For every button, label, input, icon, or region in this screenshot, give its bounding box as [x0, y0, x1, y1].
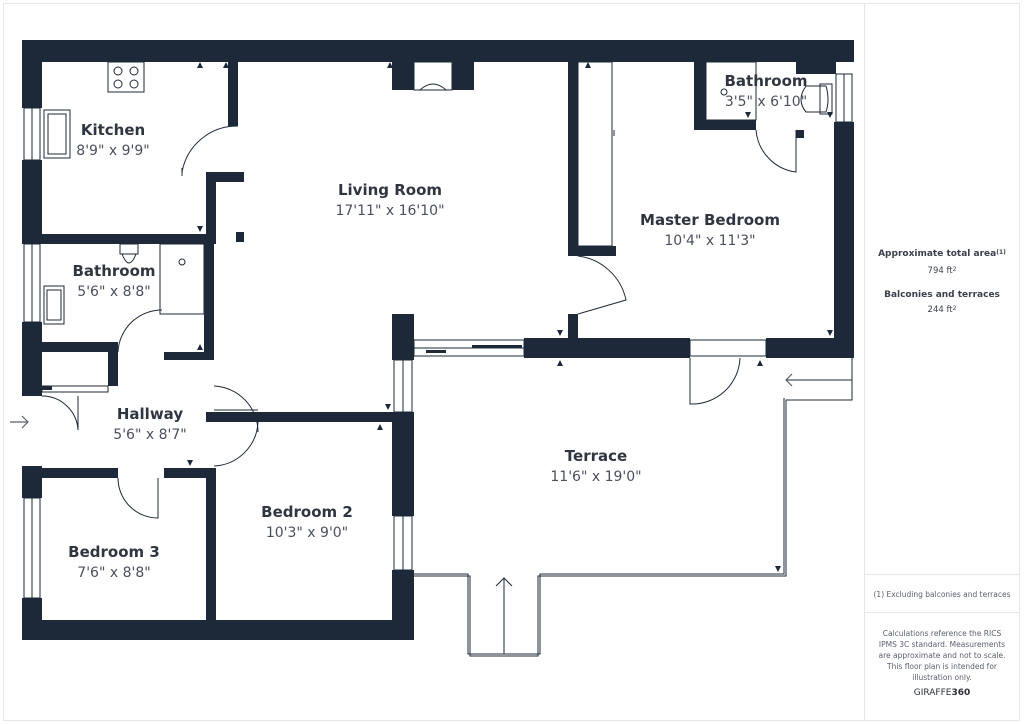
total-area-label-text: Approximate total area [878, 249, 997, 259]
dimension-markers [187, 62, 833, 572]
room-name-bedroom-2: Bedroom 2 [261, 503, 353, 521]
brand-logo-light: GIRAFFE [913, 688, 952, 698]
room-name-living-room: Living Room [337, 181, 443, 199]
balconies-value-text: 244 ft [927, 305, 953, 315]
balconies-unit-sup: 2 [952, 305, 957, 312]
total-area-label: Approximate total area(1) [866, 249, 1018, 259]
total-area-value-text: 794 ft [927, 266, 953, 276]
floor-plan-drawing [10, 40, 854, 657]
room-dims-bathroom: 5'6" x 8'8" [77, 284, 151, 300]
room-dims-living-room: 17'11" x 16'10" [335, 203, 445, 219]
room-name-terrace: Terrace [564, 447, 628, 465]
ensuite-toilet-icon [800, 83, 833, 115]
room-dims-ensuite-bathroom: 3'5" x 6'10" [724, 94, 808, 110]
ensuite-shower-icon [705, 61, 757, 121]
terrace-outline [414, 358, 853, 657]
room-name-master-bedroom: Master Bedroom [640, 211, 780, 229]
room-name-kitchen: Kitchen [80, 121, 146, 139]
sliding-door-icon [426, 345, 522, 353]
total-area-value: 794 ft2 [866, 266, 1018, 276]
brand-logo-bold: 360 [951, 688, 971, 698]
walls [22, 40, 854, 640]
room-dims-bedroom-3: 7'6" x 8'8" [77, 565, 151, 581]
terrace-entry-arrow-icon [785, 373, 793, 387]
room-name-ensuite-bathroom: Bathroom [724, 72, 808, 90]
area-footnote: (1) Excluding balconies and terraces [873, 590, 1011, 599]
balconies-label: Balconies and terraces [884, 290, 1000, 300]
room-name-hallway: Hallway [116, 405, 184, 423]
room-name-bedroom-3: Bedroom 3 [68, 543, 160, 561]
total-area-unit-sup: 2 [952, 266, 957, 273]
hob-icon [107, 61, 145, 93]
toilet-icon [119, 243, 139, 264]
total-area-footnote-marker: (1) [996, 249, 1006, 256]
room-dims-master-bedroom: 10'4" x 11'3" [664, 233, 756, 249]
wardrobe-icon [611, 62, 615, 246]
measurement-disclaimer: Calculations reference the RICS IPMS 3C … [878, 629, 1006, 682]
door-swings [41, 125, 852, 519]
sidebar-divider-footnote [865, 574, 1019, 575]
room-dims-bedroom-2: 10'3" x 9'0" [265, 525, 349, 541]
sidebar-divider [864, 4, 865, 720]
shower-icon [159, 243, 205, 315]
brand-logo: GIRAFFE360 [866, 688, 1018, 698]
room-dims-terrace: 11'6" x 19'0" [550, 469, 642, 485]
kitchen-sink-icon [43, 109, 71, 159]
fireplace-icon [413, 61, 453, 91]
room-dims-kitchen: 8'9" x 9'9" [76, 143, 150, 159]
bath-sink-icon [43, 285, 65, 325]
page-frame [3, 3, 1020, 721]
windows [23, 61, 853, 599]
room-name-bathroom: Bathroom [72, 262, 156, 280]
sidebar-divider-disclaimer [865, 612, 1019, 613]
balconies-value: 244 ft2 [866, 305, 1018, 315]
entrance-arrow-icon [10, 415, 29, 429]
room-dims-hallway: 5'6" x 8'7" [113, 427, 187, 443]
